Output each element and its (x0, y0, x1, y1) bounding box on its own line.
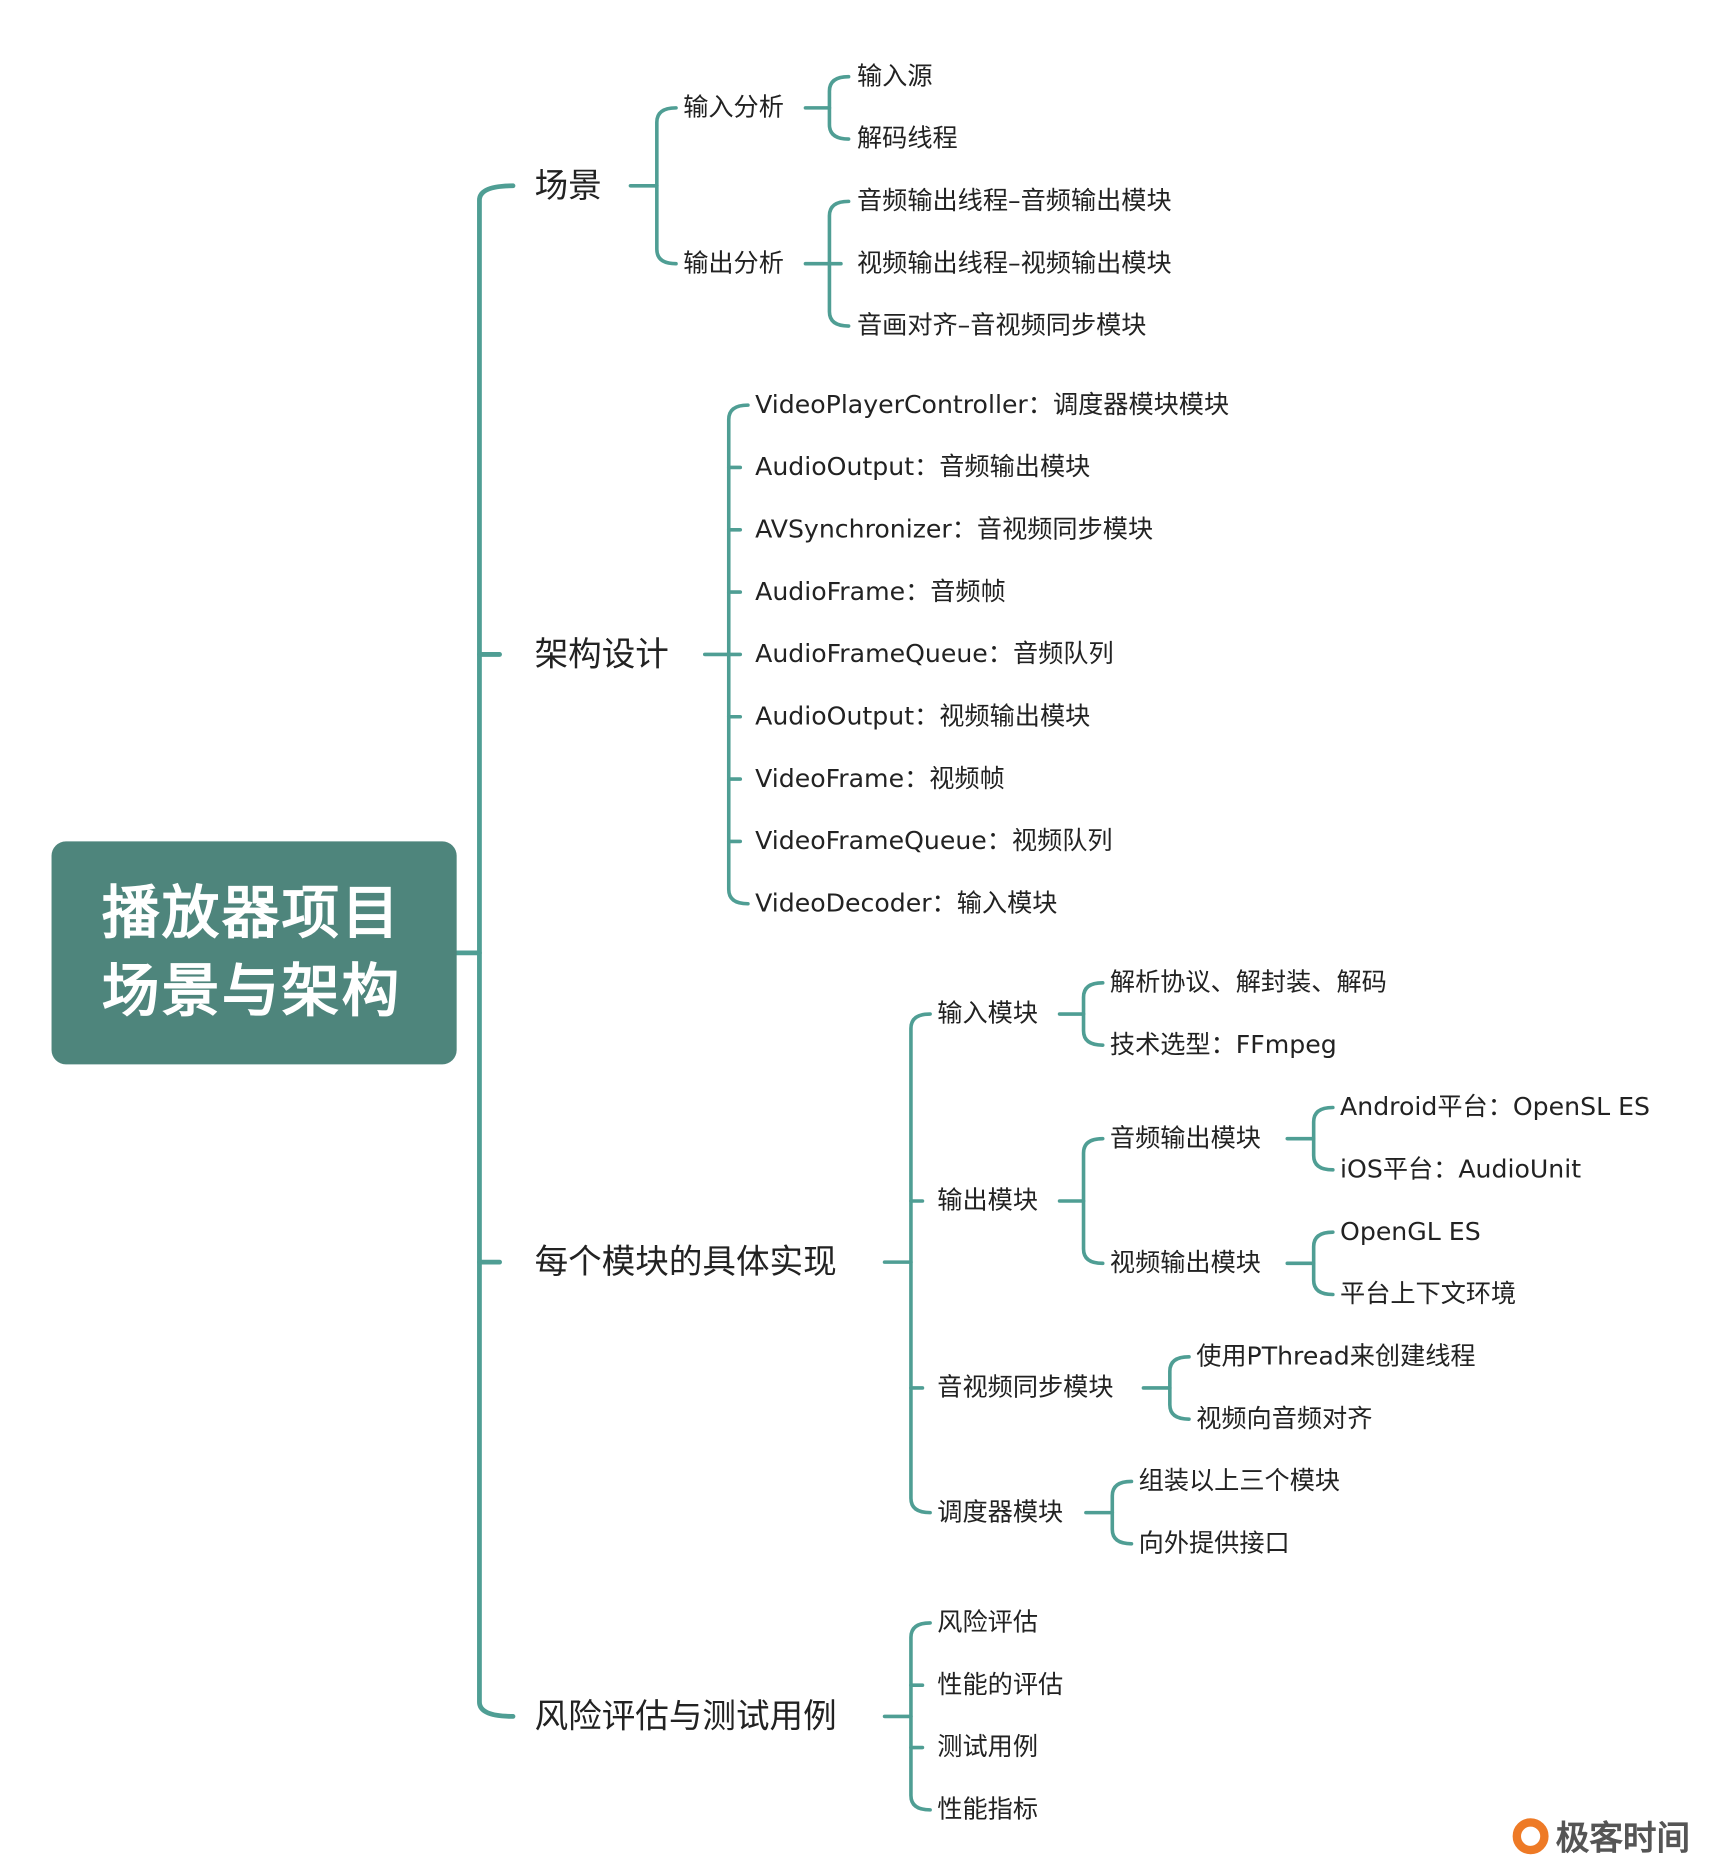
connector (1081, 981, 1105, 1047)
node-scheduler-module[interactable]: 调度器模块 (937, 1497, 1064, 1527)
leaf[interactable]: AudioOutput：视频输出模块 (755, 701, 1091, 731)
leaf[interactable]: VideoFrame：视频帧 (755, 763, 1005, 793)
leaf[interactable]: 技术选型：FFmpeg (1109, 1030, 1337, 1059)
node-scene[interactable]: 场景 (534, 165, 602, 206)
node-risk[interactable]: 风险评估与测试用例 (534, 1696, 837, 1736)
leaf[interactable]: Android平台：OpenSL ES (1340, 1092, 1650, 1122)
connector (1110, 1479, 1134, 1546)
logo-icon (1512, 1818, 1549, 1855)
leaf[interactable]: AVSynchronizer：音视频同步模块 (755, 514, 1154, 544)
node-modules[interactable]: 每个模块的具体实现 (534, 1241, 837, 1282)
node-output-module[interactable]: 输出模块 (937, 1185, 1038, 1215)
leaf[interactable]: 向外提供接口 (1138, 1528, 1290, 1558)
leaf[interactable]: 性能指标 (937, 1794, 1038, 1824)
leaf[interactable]: AudioFrame：音频帧 (755, 577, 1006, 606)
leaf[interactable]: AudioOutput：音频输出模块 (755, 452, 1091, 482)
connector (1311, 1230, 1335, 1297)
leaf[interactable]: 音频输出线程–音频输出模块 (856, 186, 1172, 216)
leaf[interactable]: VideoDecoder：输入模块 (755, 888, 1058, 918)
root-title-line2: 场景与架构 (101, 957, 402, 1025)
leaf[interactable]: VideoPlayerController：调度器模块模块 (755, 390, 1230, 419)
leaf[interactable]: 输入源 (856, 61, 933, 91)
connector (655, 106, 678, 266)
leaf[interactable]: AudioFrameQueue：音频队列 (755, 639, 1114, 669)
connector (1311, 1105, 1335, 1172)
leaf[interactable]: 解码线程 (856, 123, 958, 153)
root-node[interactable]: 播放器项目 场景与架构 (51, 841, 457, 1065)
connector (909, 1012, 932, 1515)
leaf[interactable]: 测试用例 (937, 1732, 1038, 1762)
node-video-output[interactable]: 视频输出模块 (1109, 1248, 1261, 1277)
leaf[interactable]: 风险评估 (937, 1607, 1038, 1637)
leaf[interactable]: 视频向音频对齐 (1196, 1404, 1373, 1433)
leaf[interactable]: iOS平台：AudioUnit (1340, 1154, 1582, 1184)
brand-logo: 极客时间 (1512, 1812, 1691, 1860)
node-input-module[interactable]: 输入模块 (937, 998, 1038, 1028)
node-input-analysis[interactable]: 输入分析 (683, 92, 784, 122)
node-audio-output[interactable]: 音频输出模块 (1109, 1123, 1261, 1153)
node-output-analysis[interactable]: 输出分析 (683, 248, 784, 278)
leaf[interactable]: 组装以上三个模块 (1138, 1466, 1341, 1496)
node-sync-module[interactable]: 音视频同步模块 (937, 1372, 1114, 1402)
leaf[interactable]: 性能的评估 (937, 1670, 1064, 1699)
connector (1168, 1355, 1191, 1421)
leaf[interactable]: OpenGL ES (1340, 1217, 1481, 1246)
root-title-line1: 播放器项目 (101, 880, 402, 948)
connector (477, 183, 516, 1719)
connector (909, 1621, 932, 1812)
brand-name: 极客时间 (1555, 1818, 1691, 1858)
connector (827, 74, 851, 141)
node-architecture[interactable]: 架构设计 (534, 634, 669, 674)
leaf[interactable]: 解析协议、解封装、解码 (1109, 967, 1387, 997)
leaf[interactable]: VideoFrameQueue：视频队列 (755, 826, 1113, 856)
leaf[interactable]: 视频输出线程–视频输出模块 (856, 248, 1172, 278)
leaf[interactable]: 音画对齐–音视频同步模块 (856, 310, 1147, 340)
leaf[interactable]: 使用PThread来创建线程 (1196, 1341, 1476, 1371)
connector (1081, 1136, 1105, 1266)
leaf[interactable]: 平台上下文环境 (1340, 1279, 1517, 1309)
